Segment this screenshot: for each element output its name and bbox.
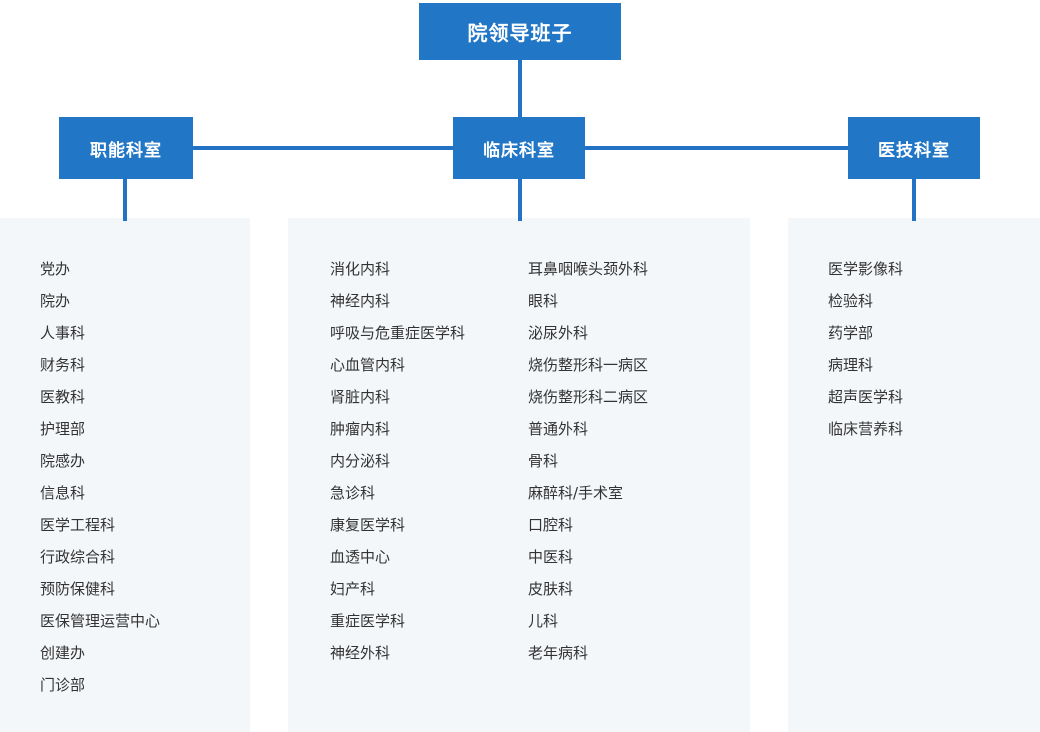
department-item: 肿瘤内科	[330, 420, 391, 438]
department-item: 急诊科	[330, 484, 376, 502]
department-item: 药学部	[828, 324, 874, 342]
department-item: 超声医学科	[828, 388, 904, 406]
department-item: 党办	[40, 260, 71, 278]
department-item: 耳鼻咽喉头颈外科	[528, 260, 649, 278]
department-item: 预防保健科	[40, 580, 116, 598]
org-node-functional-departments: 职能科室	[59, 117, 193, 179]
department-item: 泌尿外科	[528, 324, 589, 342]
org-node-clinical-departments: 临床科室	[453, 117, 585, 179]
department-item: 消化内科	[330, 260, 391, 278]
department-item: 心血管内科	[330, 356, 406, 374]
org-node-medtech-departments: 医技科室	[848, 117, 980, 179]
department-item: 烧伤整形科一病区	[528, 356, 649, 374]
department-item: 神经外科	[330, 644, 391, 662]
department-item: 口腔科	[528, 516, 574, 534]
connector-functional-stub	[123, 179, 127, 221]
department-item: 院感办	[40, 452, 86, 470]
department-item: 内分泌科	[330, 452, 391, 470]
clinical-department-list-column-2: 耳鼻咽喉头颈外科眼科泌尿外科烧伤整形科一病区烧伤整形科二病区普通外科骨科麻醉科/…	[528, 253, 648, 669]
department-item: 康复医学科	[330, 516, 406, 534]
medtech-department-list: 医学影像科检验科药学部病理科超声医学科临床营养科	[828, 253, 903, 445]
department-item: 中医科	[528, 548, 574, 566]
clinical-department-list-column-1: 消化内科神经内科呼吸与危重症医学科心血管内科肾脏内科肿瘤内科内分泌科急诊科康复医…	[330, 253, 465, 669]
org-node-leadership: 院领导班子	[419, 3, 621, 60]
department-item: 临床营养科	[828, 420, 904, 438]
department-item: 皮肤科	[528, 580, 574, 598]
department-item: 院办	[40, 292, 71, 310]
department-item: 妇产科	[330, 580, 376, 598]
connector-medtech-stub	[912, 179, 916, 221]
department-item: 门诊部	[40, 676, 86, 694]
department-item: 血透中心	[330, 548, 391, 566]
department-item: 烧伤整形科二病区	[528, 388, 649, 406]
department-item: 财务科	[40, 356, 86, 374]
department-item: 人事科	[40, 324, 86, 342]
department-item: 检验科	[828, 292, 874, 310]
department-item: 重症医学科	[330, 612, 406, 630]
department-item: 老年病科	[528, 644, 589, 662]
department-item: 行政综合科	[40, 548, 116, 566]
department-item: 普通外科	[528, 420, 589, 438]
department-item: 信息科	[40, 484, 86, 502]
department-item: 医学工程科	[40, 516, 116, 534]
department-item: 创建办	[40, 644, 86, 662]
department-item: 护理部	[40, 420, 86, 438]
department-item: 眼科	[528, 292, 559, 310]
department-item: 呼吸与危重症医学科	[330, 324, 466, 342]
department-item: 肾脏内科	[330, 388, 391, 406]
department-item: 医教科	[40, 388, 86, 406]
department-item: 麻醉科/手术室	[528, 484, 624, 502]
functional-department-list: 党办院办人事科财务科医教科护理部院感办信息科医学工程科行政综合科预防保健科医保管…	[40, 253, 160, 701]
department-item: 医学影像科	[828, 260, 904, 278]
panel-functional-departments: 党办院办人事科财务科医教科护理部院感办信息科医学工程科行政综合科预防保健科医保管…	[0, 218, 250, 732]
department-item: 病理科	[828, 356, 874, 374]
department-item: 医保管理运营中心	[40, 612, 161, 630]
panel-clinical-departments: 消化内科神经内科呼吸与危重症医学科心血管内科肾脏内科肿瘤内科内分泌科急诊科康复医…	[288, 218, 750, 732]
connector-root-vertical	[518, 60, 522, 117]
panel-medtech-departments: 医学影像科检验科药学部病理科超声医学科临床营养科	[788, 218, 1040, 732]
department-item: 神经内科	[330, 292, 391, 310]
department-item: 儿科	[528, 612, 559, 630]
department-item: 骨科	[528, 452, 559, 470]
connector-clinical-stub	[518, 179, 522, 221]
